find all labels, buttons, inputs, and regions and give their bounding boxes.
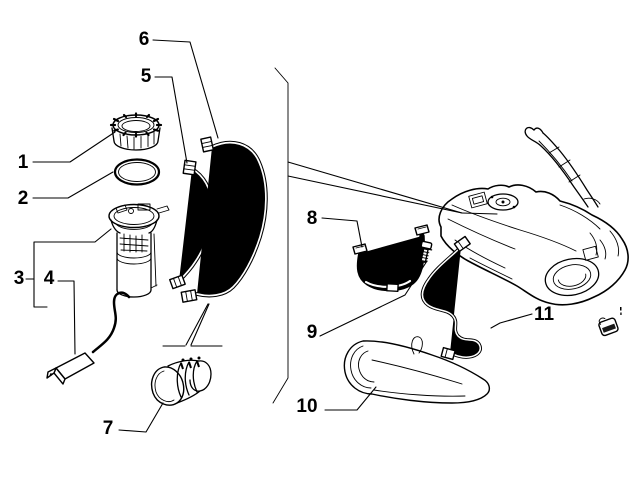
bracket-3 <box>33 228 112 308</box>
tank-recess <box>544 257 600 297</box>
leader-lines <box>25 39 533 433</box>
callout-label-9: 9 <box>307 322 318 343</box>
callout-labels: 1 2 3 4 5 6 7 8 9 10 11 <box>14 29 555 439</box>
callout-label-7: 7 <box>103 418 114 439</box>
leader-line-7 <box>118 402 164 433</box>
bellows-drawing <box>150 356 212 406</box>
clip-drawing <box>598 307 622 337</box>
leader-line-5 <box>154 76 188 164</box>
callout-label-10: 10 <box>296 396 317 417</box>
strap-drawing <box>352 224 430 293</box>
callout-label-1: 1 <box>18 152 29 173</box>
tiny-mark <box>620 312 622 315</box>
float-arm-drawing <box>46 291 131 385</box>
callout-wedge-tank <box>287 161 498 215</box>
fuel-pipe-6-drawing <box>180 136 268 303</box>
separator-line <box>272 67 289 404</box>
leader-line-9 <box>319 260 428 337</box>
callout-label-3: 3 <box>14 268 25 289</box>
fuel-pipe-5-drawing <box>169 159 214 290</box>
leader-line-11 <box>490 313 533 329</box>
callout-label-2: 2 <box>18 188 29 209</box>
callout-label-4: 4 <box>44 268 55 289</box>
callout-label-8: 8 <box>307 208 318 229</box>
pump-module-drawing <box>108 203 170 298</box>
callout-label-11: 11 <box>534 304 555 325</box>
callout-label-5: 5 <box>141 66 152 87</box>
leader-line-4 <box>57 280 76 355</box>
pump-cap-drawing <box>109 112 163 151</box>
tank-flange <box>487 193 519 211</box>
leader-line-10 <box>324 386 377 411</box>
tank-access-patch <box>468 191 488 209</box>
seal-ring-drawing <box>113 158 161 186</box>
tank-side-patch <box>582 245 599 261</box>
leader-line-6 <box>152 39 219 139</box>
leader-line-8 <box>321 217 363 248</box>
callout-label-6: 6 <box>139 29 150 50</box>
tiny-mark <box>620 307 622 311</box>
leader-line-2 <box>32 171 114 199</box>
heat-shield-drawing <box>343 336 491 404</box>
fuel-line-drawing <box>420 235 482 361</box>
filler-neck <box>524 126 601 208</box>
callout-wedge-pipes <box>162 303 223 347</box>
fuel-tank-drawing <box>438 126 629 306</box>
leader-line-1 <box>32 131 116 163</box>
screw-drawing <box>419 240 433 264</box>
